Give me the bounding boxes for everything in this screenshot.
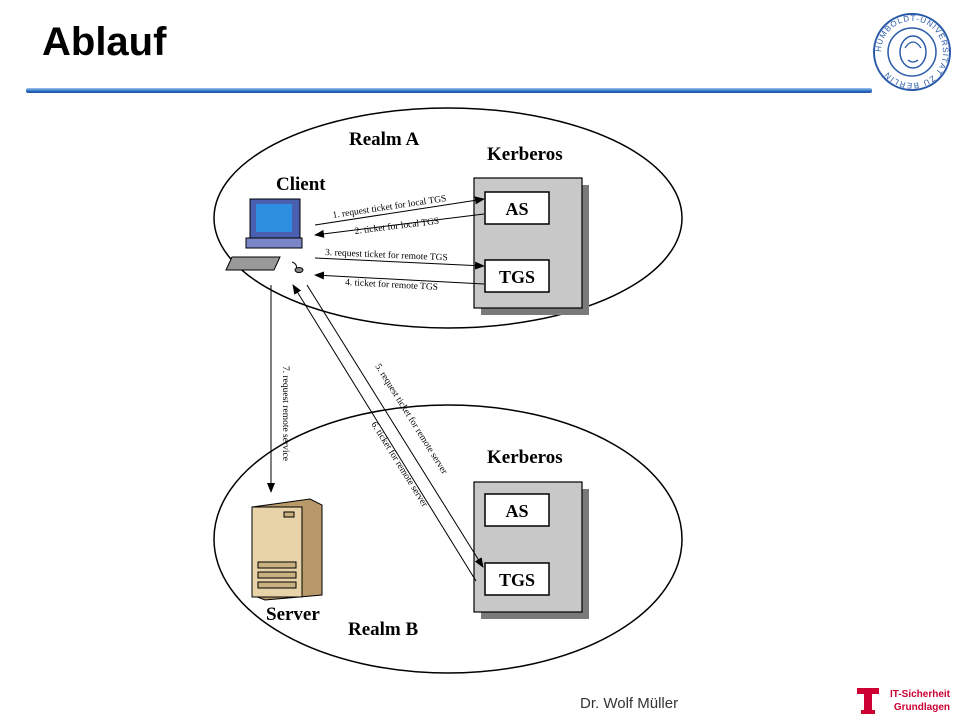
arrow-1 [314,196,485,226]
message-4: 4. ticket for remote TGS [345,277,438,293]
arrow-2 [314,213,485,238]
it-security-logo-text: IT-Sicherheit Grundlagen [884,688,950,714]
title-divider [26,88,872,93]
as-b-box [484,493,550,527]
kerberos-b-label: Kerberos [487,447,563,468]
message-3: 3. request ticket for remote TGS [325,247,448,263]
tgs-b-box [484,562,550,596]
page-title: Ablauf [42,20,167,64]
as-b-label: AS [505,501,528,521]
logo-line-2: Grundlagen [893,702,950,713]
tgs-b-label: TGS [499,570,535,590]
kerberos-a-label: Kerberos [487,144,563,165]
arrow-5 [306,284,484,568]
it-security-logo-icon [857,688,879,714]
realm-a-label: Realm A [349,129,419,150]
arrow-6 [292,284,477,582]
realm-b-label: Realm B [348,619,419,640]
server-label: Server [266,604,320,625]
message-7: 7. request remote service [280,366,290,461]
university-seal-icon: HUMBOLDT-UNIVERSITÄT ZU BERLIN [873,13,951,91]
client-computer-icon [225,198,304,273]
server-computer-icon [251,498,323,601]
as-a-box [484,191,550,225]
tgs-a-box [484,259,550,293]
footer-author: Dr. Wolf Müller [580,695,679,712]
arrow-3 [314,257,485,270]
logo-line-1: IT-Sicherheit [889,689,950,700]
tgs-a-label: TGS [499,267,535,287]
arrow-4 [314,271,485,285]
client-label: Client [276,174,326,195]
as-a-label: AS [505,199,528,219]
